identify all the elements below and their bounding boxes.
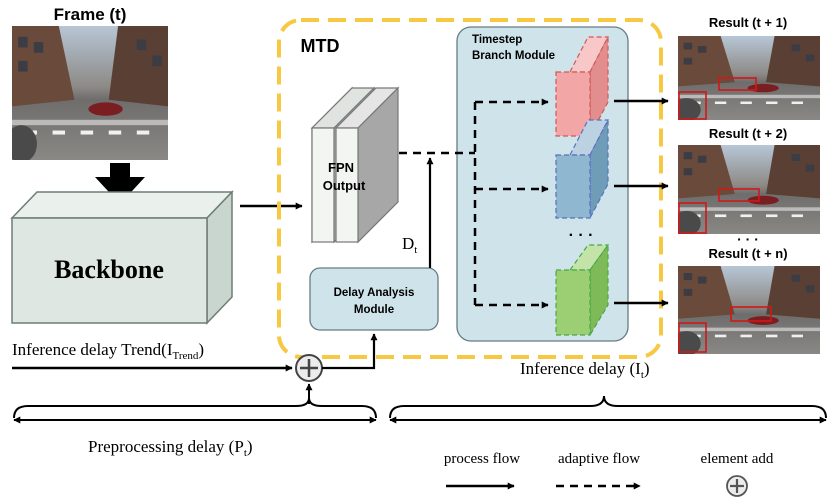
delay-module-line1: Delay Analysis [334,287,415,299]
preprocessing-label: Preprocessing delay (Pt) [88,437,253,459]
plus-circle-icon [726,475,748,497]
result-image-n [678,266,820,354]
backbone-block [10,190,234,325]
dt-label: Dt [402,234,417,256]
backbone-label: Backbone [54,255,164,284]
branch-block-green [555,243,610,338]
fpn-output-block [310,86,400,244]
branch-block-red [555,36,609,137]
delay-module-line2: Module [354,304,394,316]
mtd-container [277,18,663,359]
result-image-1 [678,36,820,120]
preprocessing-brace [13,397,377,419]
result-label-n: Result (t + n) [708,246,787,261]
result-ellipsis: · · · [737,231,759,247]
adaptive-flow [399,98,549,309]
result-label-2: Result (t + 2) [709,126,787,141]
result-label-1: Result (t + 1) [709,15,787,30]
fpn-label-line2: Output [323,178,366,193]
legend-adaptive-label: adaptive flow [558,451,640,467]
down-arrow-icon [95,163,145,204]
inference-delay-brace [389,395,827,419]
timestep-label-line1: Timestep [472,34,522,46]
legend-process-label: process flow [444,451,520,467]
fpn-label-line1: FPN [328,160,354,175]
legend-add-label: element add [701,451,774,467]
branch-block-blue [555,119,609,219]
trend-label: Inference delay Trend(ITrend) [12,340,204,362]
timestep-label-line2: Branch Module [472,50,555,62]
frame-label: Frame (t) [54,5,127,24]
mtd-label: MTD [301,36,340,56]
branch-ellipsis: · · · [569,227,594,244]
delay-analysis-module [309,267,439,331]
add-to-delay-module-arrow [322,333,378,370]
input-frame-image [12,26,168,160]
element-add-icon [295,354,323,382]
result-image-2 [678,145,820,234]
inference-delay-label: Inference delay (It) [520,359,650,381]
